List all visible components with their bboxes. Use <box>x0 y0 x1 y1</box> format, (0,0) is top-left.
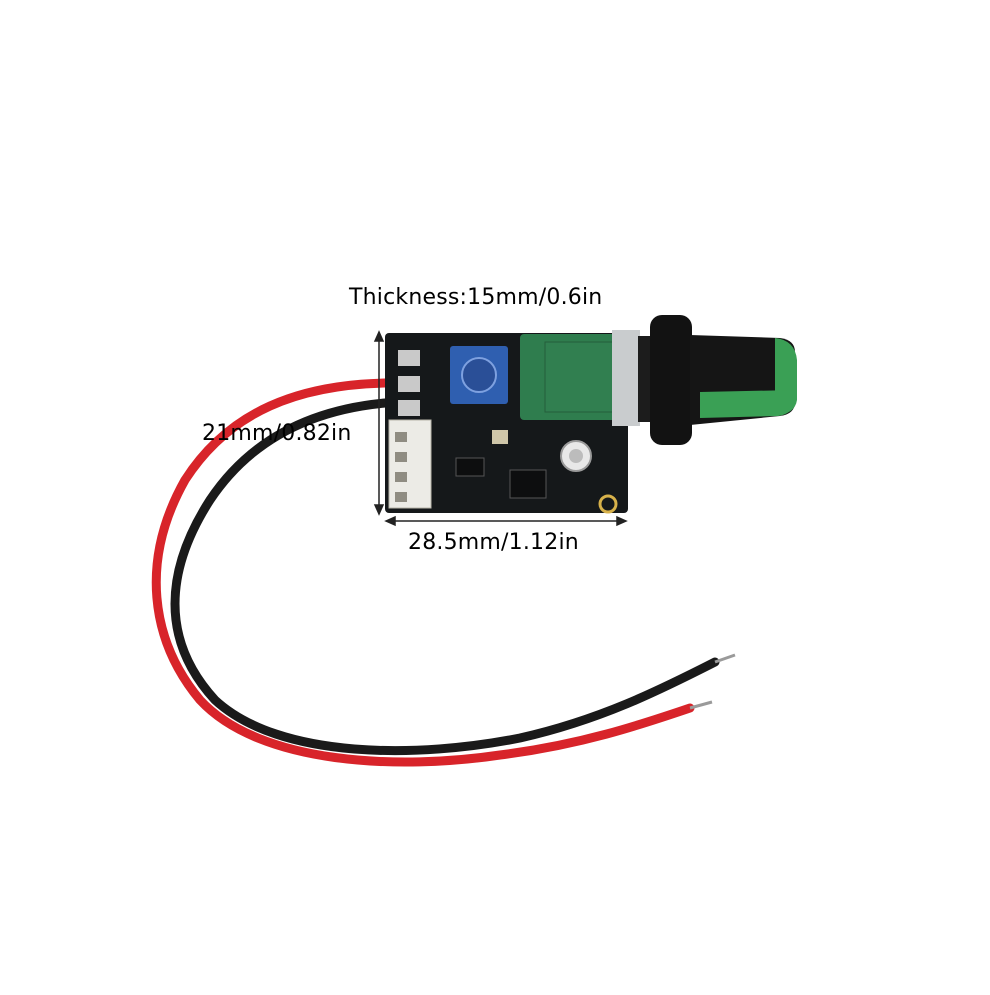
wire-bundle <box>151 378 736 767</box>
thickness-dimension-label: Thickness:15mm/0.6in <box>349 285 603 310</box>
height-dimension-label: 21mm/0.82in <box>202 421 352 446</box>
black-wire <box>170 398 720 756</box>
potentiometer <box>520 315 797 445</box>
dimension-lines <box>373 330 628 527</box>
width-dimension-label: 28.5mm/1.12in <box>408 530 579 555</box>
black-wire-tip <box>714 653 736 664</box>
red-wire-tip <box>689 700 713 710</box>
red-wire <box>151 378 695 767</box>
